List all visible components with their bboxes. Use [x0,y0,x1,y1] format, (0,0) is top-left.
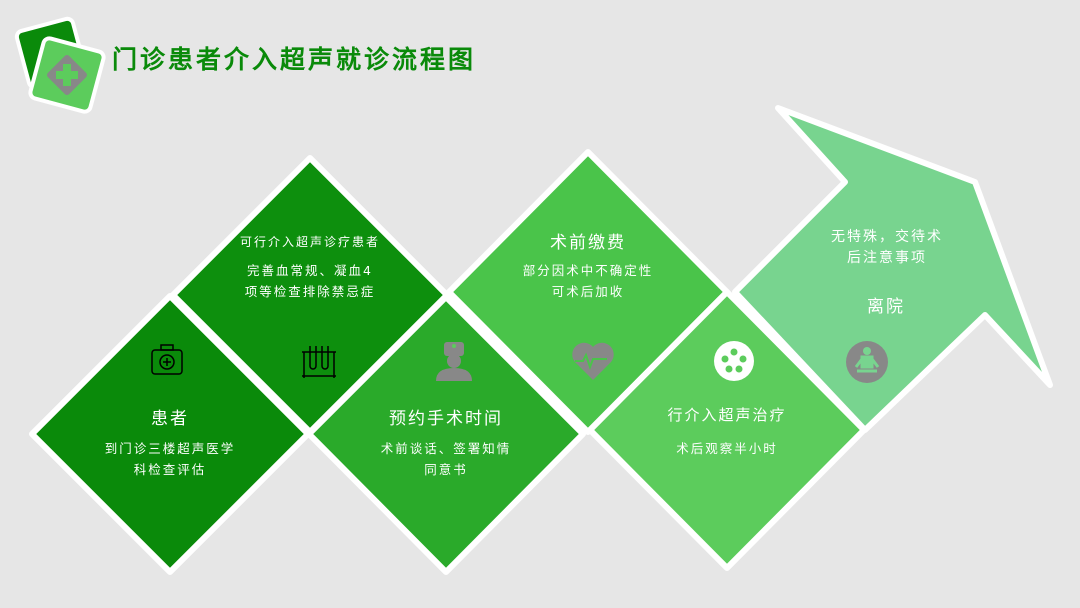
page-title: 门诊患者介入超声就诊流程图 [112,45,477,74]
desc-line: 术后观察半小时 [676,441,778,456]
diamond-patient [29,293,311,575]
diamond-treatment [587,289,867,571]
step-title-eligible: 可行介入超声诊疗患者 [239,235,381,249]
desc-line: 部分因术中不确定性 [522,263,654,278]
desc-line: 项等检查排除禁忌症 [244,284,376,299]
step-desc-prepay: 部分因术中不确定性可术后加收 [523,260,654,302]
step-title-prepay: 术前缴费 [550,233,626,253]
film-reel-icon [714,341,754,381]
step-desc-treatment: 术后观察半小时 [676,438,778,459]
doctor-icon [436,342,472,381]
step-desc-discharge: 无特殊，交待术后注意事项 [831,227,943,269]
desc-line: 术前谈话、签署知情 [380,441,512,456]
step-desc-patient: 到门诊三楼超声医学科检查评估 [105,438,236,480]
step-title-treatment: 行介入超声治疗 [667,406,787,424]
test-tubes-icon [302,346,336,378]
step-title-discharge: 离院 [867,297,905,317]
arrow-shape-discharge [732,105,1053,433]
step-title-schedule: 预约手术时间 [389,409,503,429]
desc-line: 无特殊，交待术 [831,229,943,245]
step-desc-schedule: 术前谈话、签署知情同意书 [381,438,512,480]
step-title-patient: 患者 [151,409,189,429]
desc-line: 同意书 [424,462,468,477]
desc-line: 科检查评估 [133,462,207,477]
desc-line: 到门诊三楼超声医学 [104,441,236,456]
desc-line: 完善血常规、凝血4 [247,263,373,278]
desc-line: 可术后加收 [551,284,625,299]
desc-line: 后注意事项 [847,250,927,266]
step-desc-eligible: 完善血常规、凝血4 项等检查排除禁忌症 [245,260,376,302]
medical-kit-icon [151,344,183,375]
meditation-icon [846,341,888,383]
heartbeat-icon [572,342,614,380]
diamond-schedule [306,294,586,575]
logo-icon [14,16,106,114]
